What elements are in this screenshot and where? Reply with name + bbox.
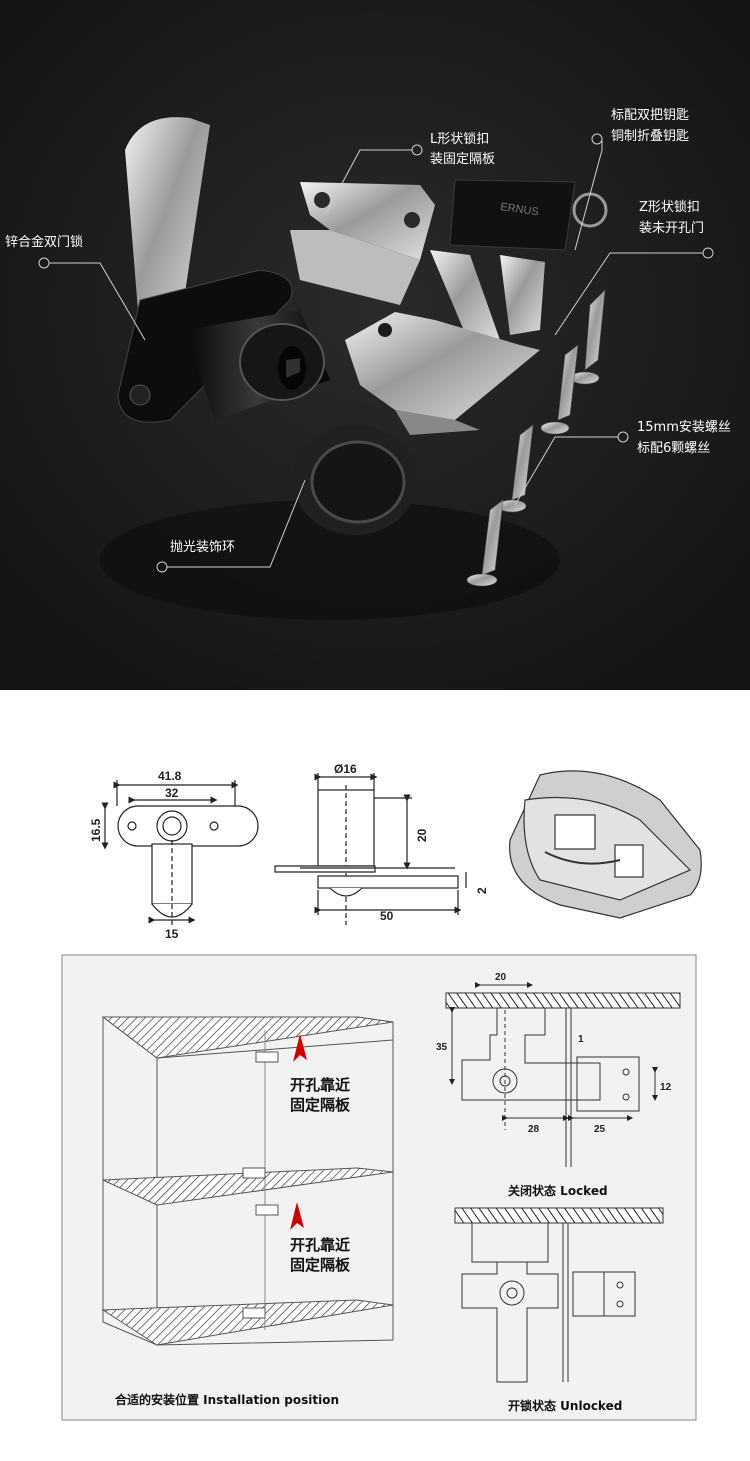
keys: ERNUS — [430, 179, 608, 345]
label-screws-1: 15mm安装螺丝 — [637, 420, 731, 435]
iso-view — [509, 770, 702, 919]
side-view — [274, 773, 467, 925]
label-ring: 抛光装饰环 — [170, 540, 235, 555]
dim-side-height: 20 — [415, 828, 429, 842]
locked-diagram — [445, 982, 681, 1167]
label-keys-1: 标配双把钥匙 — [611, 108, 689, 123]
key-brand: ERNUS — [500, 201, 540, 218]
hint-top-2: 固定隔板 — [290, 1096, 351, 1114]
callout-labels: 锌合金双门锁 L形状锁扣 装固定隔板 标配双把钥匙 铜制折叠钥匙 Z形状锁扣 装… — [5, 108, 731, 555]
decor-ring — [293, 425, 417, 535]
callout-lines — [38, 133, 714, 573]
hint-bottom-1: 开孔靠近 — [290, 1236, 350, 1254]
hint-bottom-2: 固定隔板 — [290, 1256, 351, 1274]
installation-panel: 开孔靠近 固定隔板 开孔靠近 固定隔板 合适的安装位置 Installation… — [61, 954, 697, 1421]
dim-side-thickness: 2 — [475, 887, 489, 894]
locked-dim-f: 25 — [594, 1124, 606, 1135]
locked-dim-d: 12 — [660, 1082, 672, 1093]
l-bracket — [290, 182, 435, 305]
dim-side-diameter: Ø16 — [334, 762, 357, 776]
locked-dim-b: 35 — [436, 1042, 448, 1053]
dimension-drawing: 41.8 32 16.5 15 Ø16 20 2 50 — [89, 762, 702, 941]
label-z-bracket-1: Z形状锁扣 — [639, 199, 700, 215]
red-arrow-bottom — [290, 1202, 304, 1230]
hint-top-1: 开孔靠近 — [290, 1076, 350, 1094]
locked-dim-c: 1 — [578, 1034, 584, 1045]
label-keys-2: 铜制折叠钥匙 — [611, 129, 689, 144]
dim-side-cam-length: 50 — [380, 909, 394, 923]
label-screws-2: 标配6颗螺丝 — [637, 441, 710, 456]
label-lock-body: 锌合金双门锁 — [5, 234, 83, 250]
dim-front-cam-width: 15 — [165, 927, 179, 941]
cabinet-diagram — [101, 1016, 394, 1346]
locked-dim-e: 28 — [528, 1124, 540, 1135]
locked-dim-a: 20 — [495, 972, 507, 983]
screws — [466, 289, 606, 587]
z-bracket — [345, 312, 540, 435]
lock-body — [117, 117, 330, 423]
label-z-bracket-2: 装未开孔门 — [639, 221, 704, 236]
unlocked-diagram — [454, 1207, 664, 1383]
dim-front-width-holes: 32 — [165, 786, 179, 800]
product-photo: ERNUS — [0, 0, 750, 690]
dim-front-height: 16.5 — [89, 818, 103, 842]
label-l-bracket-1: L形状锁扣 — [430, 131, 489, 147]
locked-caption: 关闭状态 Locked — [508, 1183, 608, 1198]
red-arrow-top — [293, 1034, 307, 1062]
unlocked-caption: 开锁状态 Unlocked — [508, 1398, 622, 1413]
front-view — [101, 780, 259, 925]
label-l-bracket-2: 装固定隔板 — [430, 152, 495, 167]
dim-front-width-overall: 41.8 — [158, 769, 182, 783]
installation-caption: 合适的安装位置 Installation position — [115, 1392, 339, 1407]
